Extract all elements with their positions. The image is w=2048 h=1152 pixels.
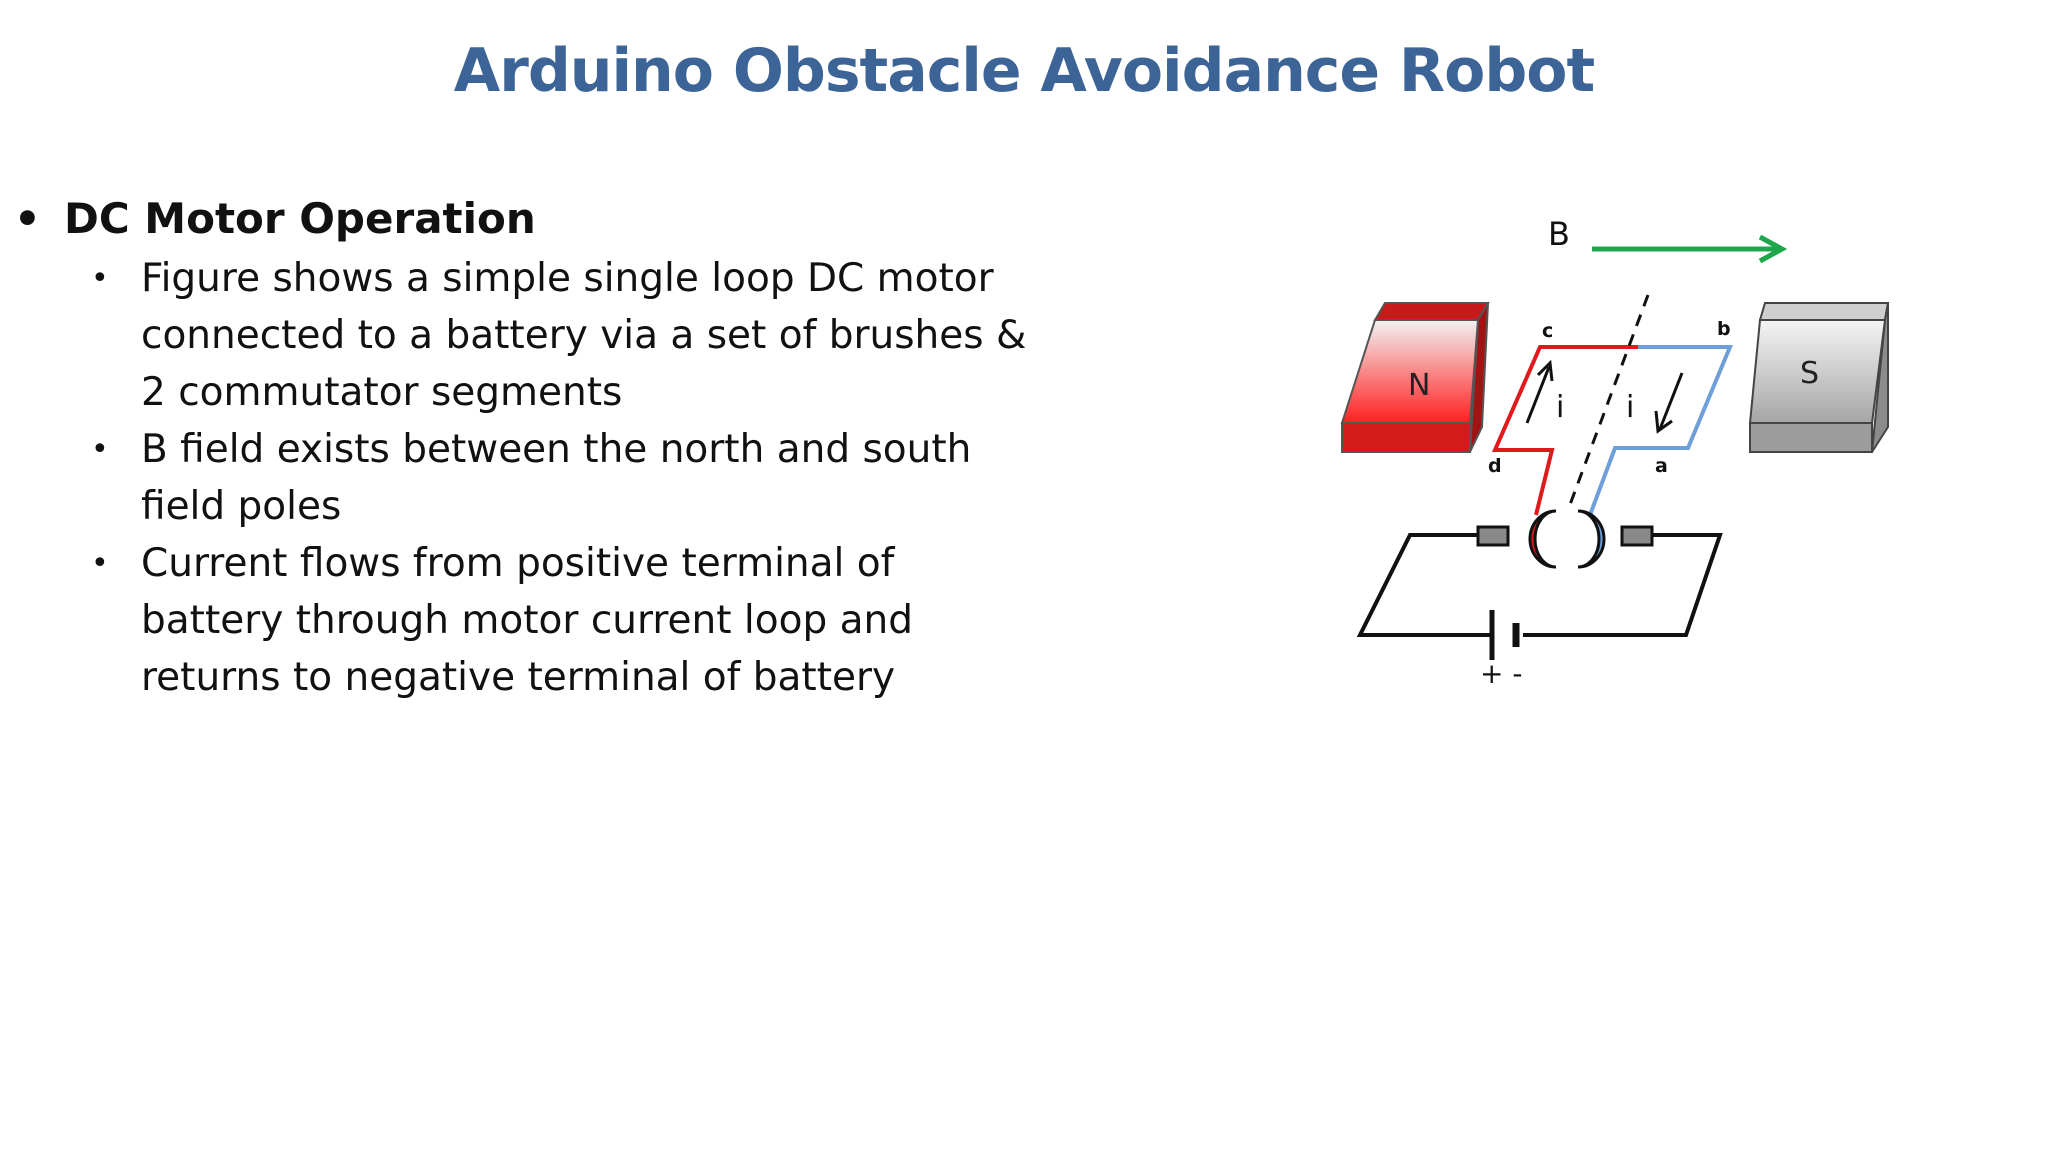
dc-motor-svg: B N S [1340, 215, 1890, 690]
bullet-list: • DC Motor Operation • Figure shows a si… [14, 190, 1054, 706]
corner-label-c: c [1542, 320, 1553, 342]
current-up-arrow-icon [1525, 359, 1554, 424]
south-label: S [1800, 356, 1819, 391]
north-pole-magnet: N [1340, 302, 1490, 453]
brush-left [1476, 525, 1510, 547]
commutator [1528, 509, 1606, 569]
bullet-marker: • [14, 194, 41, 243]
bullet-marker: • [91, 546, 109, 581]
dc-motor-diagram: B N S [1320, 195, 1920, 715]
sub-bullet-text: Figure shows a simple single loop DC mot… [141, 256, 1027, 415]
field-arrow-icon [1592, 234, 1788, 264]
corner-label-a: a [1655, 455, 1668, 477]
field-label: B [1548, 215, 1570, 253]
battery-polarity-label: + - [1480, 657, 1522, 690]
bullet-marker: • [91, 432, 109, 467]
corner-label-b: b [1717, 318, 1731, 340]
bullet-marker: • [91, 261, 109, 296]
current-label-left: i [1556, 390, 1564, 425]
current-label-right: i [1626, 390, 1634, 425]
sub-bullet-text: Current flows from positive terminal of … [141, 541, 913, 700]
sub-bullet-text: B field exists between the north and sou… [141, 427, 972, 529]
circuit-wire-right [1523, 533, 1723, 637]
brush-right [1620, 525, 1654, 547]
slide-title: Arduino Obstacle Avoidance Robot [453, 36, 1595, 106]
south-pole-magnet: S [1748, 302, 1890, 453]
corner-label-d: d [1488, 455, 1502, 477]
rotation-axis [1566, 294, 1650, 511]
battery-icon [1489, 610, 1520, 660]
loop-red-half [1491, 345, 1638, 516]
north-label: N [1408, 368, 1430, 403]
heading-text: DC Motor Operation [64, 194, 536, 243]
circuit-wire-left [1356, 533, 1492, 637]
loop-blue-half [1588, 345, 1733, 516]
heading-item: • DC Motor Operation [14, 190, 1054, 248]
sub-bullet-item: • Figure shows a simple single loop DC m… [91, 250, 1041, 421]
sub-bullet-item: • Current flows from positive terminal o… [91, 535, 1041, 706]
sub-bullet-item: • B field exists between the north and s… [91, 421, 1041, 535]
current-down-arrow-icon [1654, 372, 1684, 434]
